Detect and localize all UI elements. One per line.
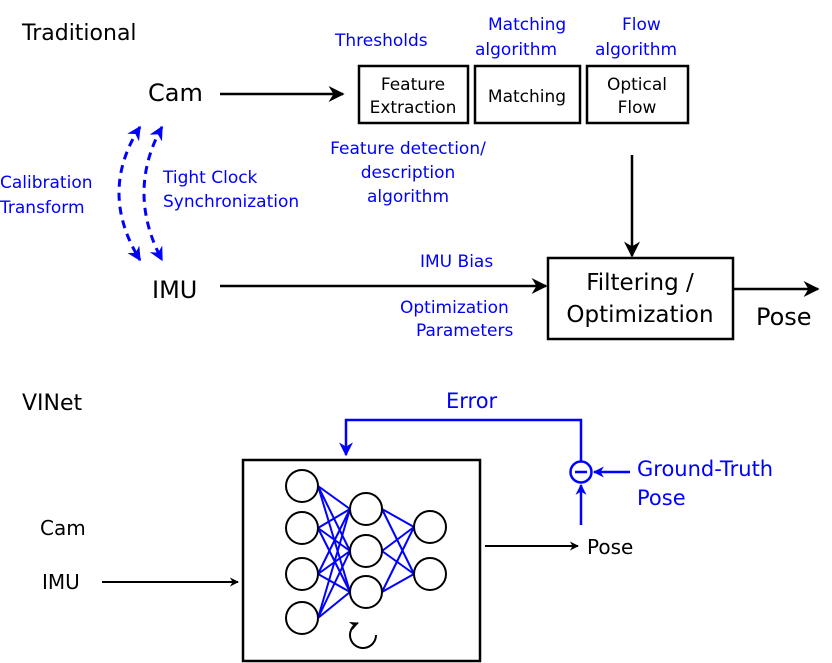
- feature-extraction-block: Feature Extraction: [357, 64, 470, 125]
- recurrent-loop-icon: [348, 621, 377, 649]
- feature-detection-line2: description: [361, 163, 456, 183]
- calibration-line1: Calibration: [0, 173, 93, 193]
- calibration-dashed-arrow: [117, 125, 142, 262]
- clock-sync-dashed-arrow: [142, 125, 164, 262]
- output-node: [413, 557, 447, 591]
- feature-detection-line1: Feature detection/: [330, 139, 486, 159]
- filtering-line2: Optimization: [566, 302, 713, 328]
- optical-flow-block: Optical Flow: [585, 64, 690, 125]
- output-node: [413, 510, 447, 544]
- ground-truth-line2: Pose: [637, 486, 686, 510]
- error-feedback-arrow: [339, 418, 583, 461]
- traditional-imu-label: IMU: [152, 276, 197, 304]
- network-nodes: [285, 469, 447, 635]
- input-node: [285, 601, 319, 635]
- optimization-parameters-line1: Optimization: [400, 298, 509, 318]
- calibration-line2: Transform: [0, 198, 85, 218]
- matching-algorithm-line1: Matching: [488, 15, 566, 35]
- ground-truth-line1: Ground-Truth: [637, 457, 773, 481]
- thresholds-label: Thresholds: [334, 31, 428, 51]
- flow-algorithm-line1: Flow: [622, 15, 661, 35]
- input-node: [285, 557, 319, 591]
- matching-algorithm-line2: algorithm: [475, 40, 557, 60]
- feature-detection-line3: algorithm: [367, 187, 449, 207]
- filtering-optimization-block: Filtering / Optimization: [546, 256, 735, 341]
- vinet-imu-label: IMU: [42, 570, 80, 594]
- traditional-cam-label: Cam: [148, 79, 203, 107]
- input-node: [285, 511, 319, 545]
- feature-extraction-line1: Feature: [381, 75, 445, 95]
- optimization-parameters-line2: Parameters: [416, 321, 513, 341]
- feature-extraction-line2: Extraction: [370, 98, 457, 118]
- hidden-node: [349, 492, 383, 526]
- vinet-pose-label: Pose: [587, 535, 633, 559]
- matching-block-label: Matching: [488, 87, 566, 107]
- vinet-section-title: VINet: [22, 391, 83, 416]
- filtering-line1: Filtering /: [586, 270, 694, 296]
- subtraction-node: [569, 460, 593, 484]
- optical-flow-line2: Flow: [618, 98, 657, 118]
- traditional-pose-label: Pose: [756, 303, 812, 331]
- imu-bias-label: IMU Bias: [420, 252, 493, 272]
- network-connections: [317, 485, 415, 619]
- flow-algorithm-line2: algorithm: [595, 40, 677, 60]
- hidden-node: [349, 534, 383, 568]
- vinet-cam-label: Cam: [40, 516, 86, 540]
- matching-block: Matching: [473, 64, 582, 125]
- traditional-section-title: Traditional: [21, 21, 137, 46]
- input-node: [285, 469, 319, 503]
- hidden-node: [349, 575, 383, 609]
- error-label: Error: [446, 389, 498, 413]
- clock-sync-line1: Tight Clock: [162, 168, 258, 188]
- clock-sync-line2: Synchronization: [163, 192, 299, 212]
- optical-flow-line1: Optical: [607, 75, 667, 95]
